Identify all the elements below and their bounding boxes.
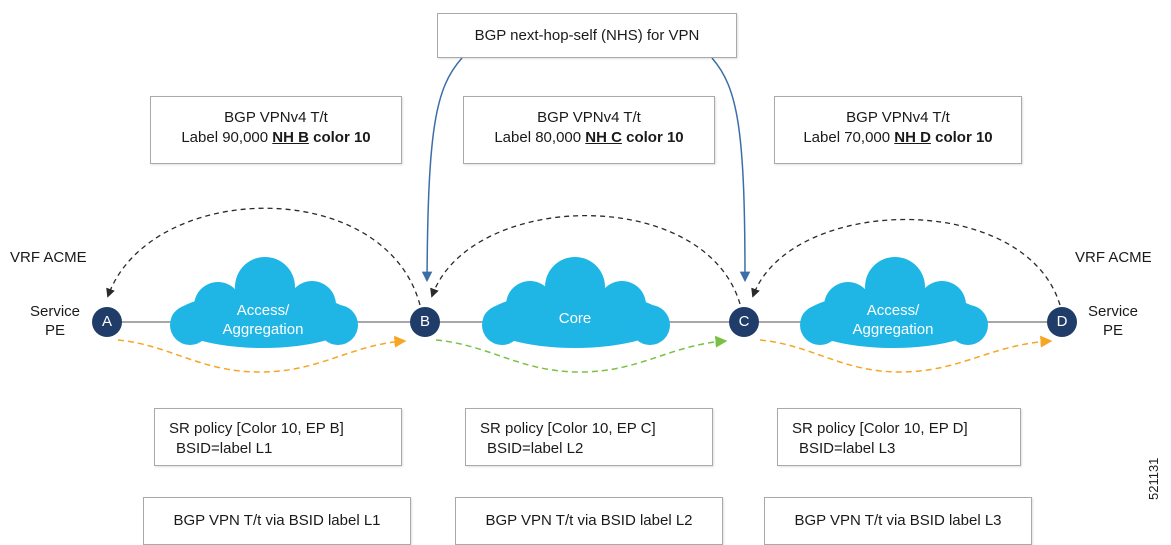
bgp-vpn-label: BGP VPN T/t via BSID label L1 [173,512,381,529]
vpnv4-box-detail: Label 70,000 NH D color 10 [775,128,1021,148]
traffic-path-a-b [117,335,407,373]
node-c: C [729,307,759,337]
bgp-vpn-box-l3: BGP VPN T/t via BSID label L3 [764,497,1032,545]
next-hop: NH C [585,129,622,146]
cloud-label-line1: Core [558,310,592,327]
bgp-vpn-box-l2: BGP VPN T/t via BSID label L2 [455,497,723,545]
cloud-label-line2: Aggregation [852,321,934,338]
cloud-access-aggregation-left [170,257,358,348]
sr-policy-box-b: SR policy [Color 10, EP B] BSID=label L1 [154,408,402,466]
nhs-arrow-to-c [711,57,751,283]
sr-policy-title: SR policy [Color 10, EP C] [480,420,656,437]
vpnv4-box-detail: Label 90,000 NH B color 10 [151,128,401,148]
cloud-label-right: Access/ Aggregation [843,301,943,339]
figure-id: 521131 [1146,457,1161,500]
service-pe-line1: Service [29,303,81,320]
vpnv4-box-title: BGP VPNv4 T/t [224,109,328,126]
service-pe-line2: PE [44,322,65,339]
color-value: color 10 [621,129,684,146]
next-hop: NH D [894,129,931,146]
sr-policy-box-c: SR policy [Color 10, EP C] BSID=label L2 [465,408,713,466]
color-value: color 10 [308,129,371,146]
vpnv4-box-c: BGP VPNv4 T/t Label 80,000 NH C color 10 [463,96,715,164]
cloud-label-line1: Access/ [236,302,290,319]
service-pe-line1: Service [1087,303,1139,320]
label-value: Label 80,000 [494,129,586,146]
cloud-label-core: Core [525,309,625,328]
bgp-vpn-box-l1: BGP VPN T/t via BSID label L1 [143,497,411,545]
color-value: color 10 [930,129,993,146]
sr-policy-box-d: SR policy [Color 10, EP D] BSID=label L3 [777,408,1021,466]
vrf-label-left: VRF ACME [10,249,87,266]
cloud-label-line1: Access/ [866,302,920,319]
vpnv4-box-d: BGP VPNv4 T/t Label 70,000 NH D color 10 [774,96,1022,164]
cloud-label-line2: Aggregation [222,321,304,338]
node-d: D [1047,307,1077,337]
label-value: Label 70,000 [803,129,895,146]
service-pe-right: Service PE [1084,302,1142,340]
vpnv4-box-title: BGP VPNv4 T/t [537,109,641,126]
advertisement-arc-d-to-c [751,218,1061,306]
vpnv4-box-title: BGP VPNv4 T/t [846,109,950,126]
vpnv4-box-b: BGP VPNv4 T/t Label 90,000 NH B color 10 [150,96,402,164]
sr-policy-bsid: BSID=label L1 [176,440,273,457]
sr-policy-bsid: BSID=label L2 [487,440,584,457]
service-pe-line2: PE [1102,322,1123,339]
sr-policy-title: SR policy [Color 10, EP B] [169,420,344,437]
nhs-box-label: BGP next-hop-self (NHS) for VPN [474,27,700,44]
sr-policy-title: SR policy [Color 10, EP D] [792,420,968,437]
next-hop: NH B [272,129,309,146]
vrf-label-right: VRF ACME [1075,249,1152,266]
cloud-access-aggregation-right [800,257,988,348]
bgp-vpn-label: BGP VPN T/t via BSID label L3 [794,512,1002,529]
nhs-arrow-to-b [421,57,463,283]
cloud-label-left: Access/ Aggregation [213,301,313,339]
advertisement-arc-b-to-a [106,207,421,306]
node-a: A [92,307,122,337]
label-value: Label 90,000 [181,129,273,146]
service-pe-left: Service PE [26,302,84,340]
nhs-box: BGP next-hop-self (NHS) for VPN [437,13,737,58]
cloud-core [482,257,670,348]
vpnv4-box-detail: Label 80,000 NH C color 10 [464,128,714,148]
bgp-vpn-label: BGP VPN T/t via BSID label L2 [485,512,693,529]
traffic-path-b-c [435,335,728,373]
advertisement-arc-c-to-b [430,214,741,305]
traffic-path-c-d [759,335,1053,373]
sr-policy-bsid: BSID=label L3 [799,440,896,457]
node-b: B [410,307,440,337]
